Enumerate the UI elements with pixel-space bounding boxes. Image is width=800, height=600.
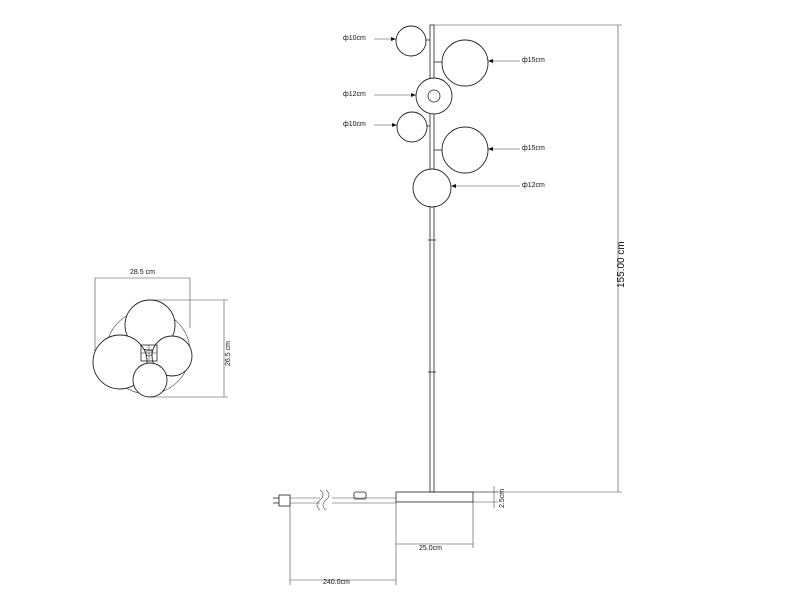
height-dimension: 155.00 cm — [434, 24, 627, 493]
globe-label-5: ф15cm — [522, 145, 545, 152]
globe-10cm-top — [395, 25, 427, 57]
lamp-base — [395, 491, 474, 503]
front-view: ф10cm ф15cm ф12cm ф10cm ф15cm ф12cm 155.… — [273, 24, 627, 586]
globe-12cm-middle — [415, 77, 453, 115]
globe-label-3: ф12cm — [343, 91, 366, 98]
top-width-label: 28.5 cm — [130, 269, 155, 276]
top-width-dimension: 28.5 cm — [94, 269, 191, 352]
power-cable — [273, 489, 396, 511]
inline-switch — [353, 491, 367, 500]
top-view-globes — [92, 299, 193, 398]
top-globe-lower — [132, 362, 168, 398]
globe-15cm-bottom — [441, 126, 489, 174]
top-depth-dimension: 26.5 cm — [150, 299, 232, 398]
base-width-dimension: 25.0cm — [395, 502, 474, 552]
cable-length-label: 240.0cm — [323, 579, 350, 586]
top-view: 28.5 cm 26.5 cm — [92, 269, 232, 398]
top-view-hub — [140, 344, 158, 362]
plug-icon — [273, 494, 291, 507]
height-label: 155.00 cm — [616, 241, 627, 288]
base-height-label: 2.5cm — [499, 489, 506, 508]
globe-leaders — [374, 37, 520, 188]
globe-label-6: ф12cm — [522, 182, 545, 189]
top-globe-right — [151, 335, 193, 377]
globe-15cm-top — [441, 39, 489, 87]
base-height-dimension: 2.5cm — [473, 486, 506, 508]
top-depth-label: 26.5 cm — [225, 341, 232, 366]
base-width-label: 25.0cm — [419, 545, 442, 552]
globe-10cm-middle — [396, 111, 428, 143]
globe-label-1: ф10cm — [343, 35, 366, 42]
cable-length-dimension: 240.0cm — [289, 506, 397, 586]
globe-12cm-bottom — [412, 168, 452, 208]
globe-label-2: ф15cm — [522, 57, 545, 64]
globes — [395, 25, 489, 208]
globe-labels: ф10cm ф15cm ф12cm ф10cm ф15cm ф12cm — [343, 35, 545, 189]
globe-label-4: ф10cm — [343, 121, 366, 128]
